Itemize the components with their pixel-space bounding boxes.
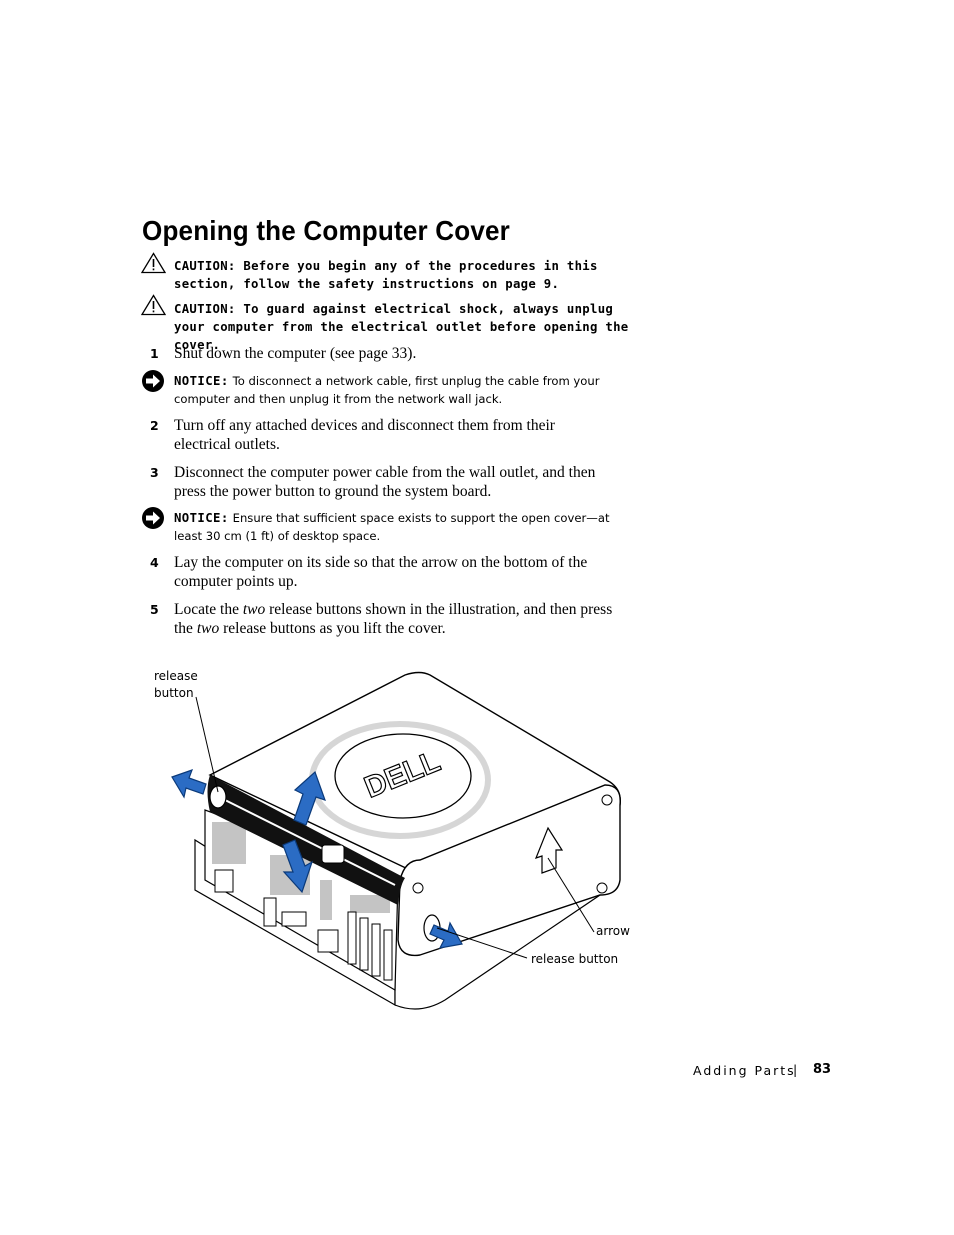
notice-block: NOTICE: Ensure that sufficient space exi…: [174, 509, 624, 545]
step-text: Lay the computer on its side so that the…: [174, 554, 588, 590]
caution-label: CAUTION:: [174, 302, 236, 316]
step-text: Shut down the computer (see page 33).: [174, 345, 417, 362]
footer-section: Adding Parts: [693, 1063, 796, 1078]
caution-block: CAUTION: Before you begin any of the pro…: [174, 257, 639, 293]
step-text: Locate the two release buttons shown in …: [174, 601, 613, 637]
notice-text: Ensure that sufficient space exists to s…: [174, 511, 610, 543]
footer-separator: |: [793, 1062, 800, 1077]
notice-block: NOTICE: To disconnect a network cable, f…: [174, 372, 624, 408]
notice-arrow-icon: [142, 370, 164, 392]
callout-arrow: arrow: [596, 924, 630, 938]
step-number: 5: [150, 602, 159, 617]
step-number: 1: [150, 346, 159, 361]
page-title: Opening the Computer Cover: [142, 215, 510, 246]
computer-cover-illustration: DELL: [171, 671, 621, 1010]
caution-text: Before you begin any of the procedures i…: [174, 259, 598, 291]
caution-triangle-icon: [141, 294, 166, 316]
notice-label: NOTICE:: [174, 374, 229, 388]
caution-label: CAUTION:: [174, 259, 236, 273]
caution-text: To guard against electrical shock, alway…: [174, 302, 629, 352]
step-number: 4: [150, 555, 159, 570]
callout-release-button-top: release button: [154, 669, 198, 700]
caution-triangle-icon: [141, 252, 166, 274]
notice-label: NOTICE:: [174, 511, 229, 525]
step-text: Disconnect the computer power cable from…: [174, 464, 596, 500]
page-number: 83: [813, 1062, 832, 1077]
callout-release-button-bottom: release button: [531, 952, 619, 966]
step-number: 3: [150, 465, 159, 480]
notice-text: To disconnect a network cable, first unp…: [174, 374, 600, 406]
step-number: 2: [150, 418, 159, 433]
step-text: Turn off any attached devices and discon…: [174, 417, 555, 453]
notice-arrow-icon: [142, 507, 164, 529]
caution-block: CAUTION: To guard against electrical sho…: [174, 300, 639, 354]
